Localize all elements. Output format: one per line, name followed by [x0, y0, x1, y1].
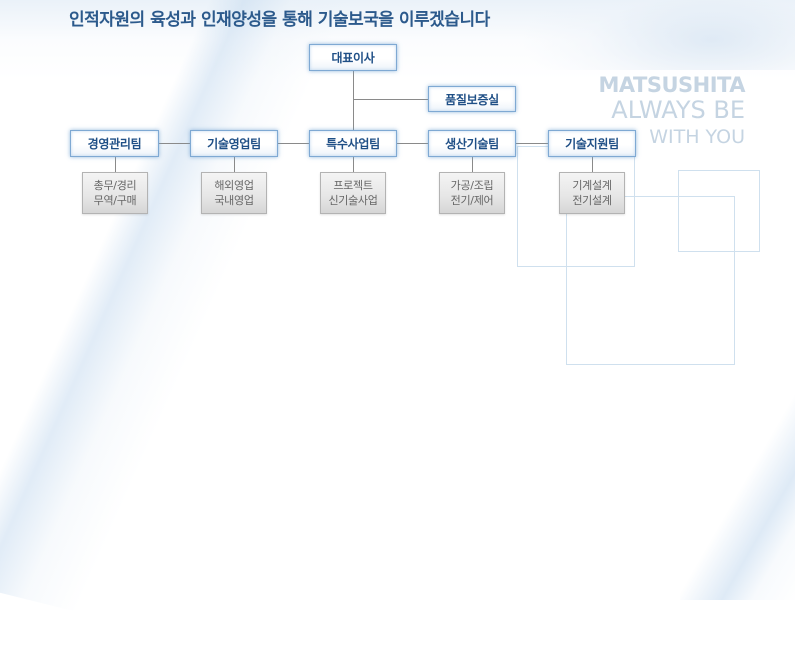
duty-item: 신기술사업	[328, 194, 378, 207]
duty-item: 프로젝트	[333, 179, 373, 192]
connector-team-bus-3	[397, 143, 428, 144]
duty-item: 기계설계	[572, 179, 612, 192]
decorative-square-3	[678, 170, 760, 252]
connector-team5-sub	[592, 157, 593, 172]
background-bottom-right-swoosh	[680, 380, 795, 600]
connector-team4-sub	[472, 157, 473, 172]
connector-ceo-vertical	[353, 71, 354, 130]
duty-item: 무역/구매	[93, 194, 137, 207]
connector-team-bus-1	[159, 143, 190, 144]
brand-name: MATSUSHITA	[598, 73, 746, 97]
brand-slogan-line1: ALWAYS BE	[611, 96, 745, 124]
connector-team-bus-2	[278, 143, 309, 144]
brand-slogan-line2: WITH YOU	[649, 126, 745, 148]
connector-team1-sub	[115, 157, 116, 172]
org-box-ceo: 대표이사	[309, 44, 397, 71]
duty-item: 가공/조립	[450, 179, 494, 192]
org-box-special-business-team: 특수사업팀	[309, 130, 397, 157]
decorative-square-2	[566, 196, 735, 365]
connector-staff-horizontal	[353, 99, 428, 100]
duty-item: 총무/경리	[93, 179, 137, 192]
org-sub-tech-sales-duties: 해외영업 국내영업	[201, 172, 267, 214]
connector-team-bus-4	[516, 143, 548, 144]
org-box-production-tech-team: 생산기술팀	[428, 130, 516, 157]
duty-item: 해외영업	[214, 179, 254, 192]
duty-item: 전기/제어	[450, 194, 494, 207]
page-headline: 인적자원의 육성과 인재양성을 통해 기술보국을 이루겠습니다	[69, 10, 490, 30]
connector-team3-sub	[353, 157, 354, 172]
connector-team2-sub	[234, 157, 235, 172]
org-box-tech-sales-team: 기술영업팀	[190, 130, 278, 157]
org-box-management-team: 경영관리팀	[70, 130, 159, 157]
org-box-tech-support-team: 기술지원팀	[548, 130, 636, 157]
duty-item: 국내영업	[214, 194, 254, 207]
org-sub-management-duties: 총무/경리 무역/구매	[82, 172, 148, 214]
org-sub-production-tech-duties: 가공/조립 전기/제어	[439, 172, 505, 214]
duty-item: 전기설계	[572, 194, 612, 207]
background-top-right-swoosh	[520, 0, 795, 70]
org-sub-special-business-duties: 프로젝트 신기술사업	[320, 172, 386, 214]
org-box-quality-assurance: 품질보증실	[428, 86, 516, 112]
org-sub-tech-support-duties: 기계설계 전기설계	[559, 172, 625, 214]
